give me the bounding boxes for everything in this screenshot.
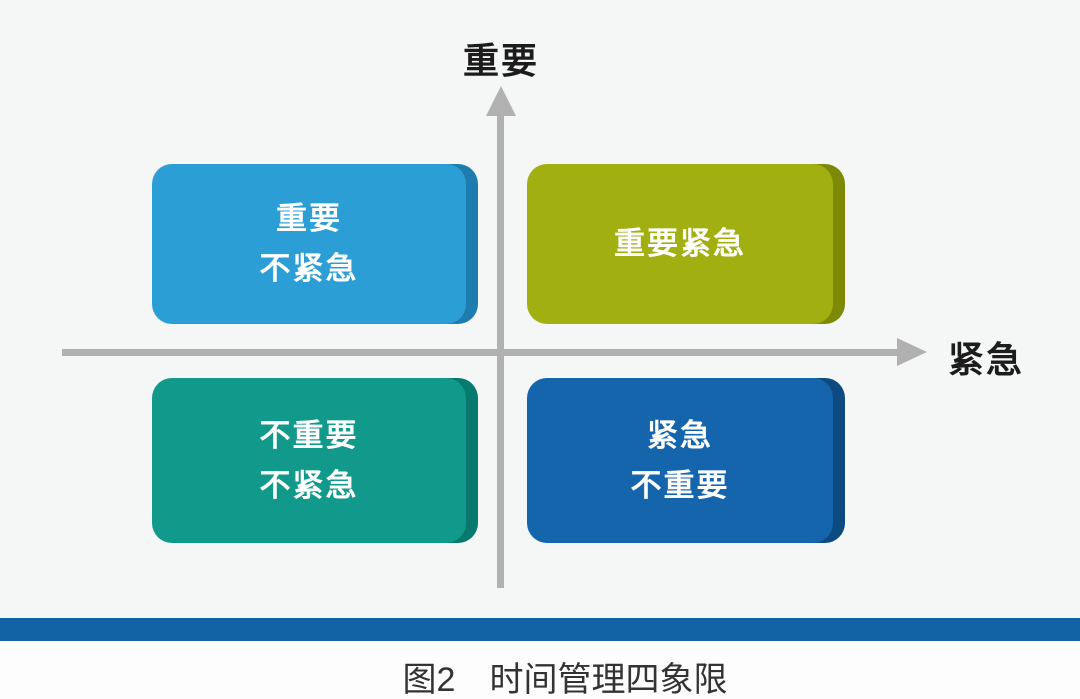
y-axis-line [497, 108, 504, 588]
quadrant-label-line: 重要紧急 [614, 226, 746, 261]
quadrant-face: 重要紧急 [527, 164, 833, 324]
quadrant-not-important-not-urgent: 不重要 不紧急 [152, 378, 478, 543]
quadrant-label-line: 不紧急 [259, 467, 359, 503]
up-arrow-icon [486, 86, 516, 116]
quadrant-face: 不重要 不紧急 [152, 378, 466, 543]
right-arrow-icon [897, 338, 927, 366]
quadrant-label-line: 重要 [276, 201, 342, 236]
x-axis-line [62, 349, 900, 356]
quadrant-label-line: 不紧急 [259, 251, 359, 286]
figure-caption: 图2 时间管理四象限 [402, 661, 728, 699]
quadrant-face: 重要 不紧急 [152, 164, 466, 324]
x-axis-label: 紧急 [948, 339, 1025, 380]
quadrant-face: 紧急 不重要 [527, 378, 833, 543]
quadrant-important-not-urgent: 重要 不紧急 [152, 164, 478, 324]
y-axis-label: 重要 [462, 40, 539, 81]
footer-area [0, 641, 1080, 699]
quadrant-label-line: 不重要 [630, 467, 730, 503]
quadrant-urgent-not-important: 紧急 不重要 [527, 378, 845, 543]
quadrant-label-line: 不重要 [259, 417, 359, 453]
quadrant-label-line: 紧急 [647, 417, 713, 453]
divider-bar [0, 618, 1080, 641]
quadrant-important-urgent: 重要紧急 [527, 164, 845, 324]
